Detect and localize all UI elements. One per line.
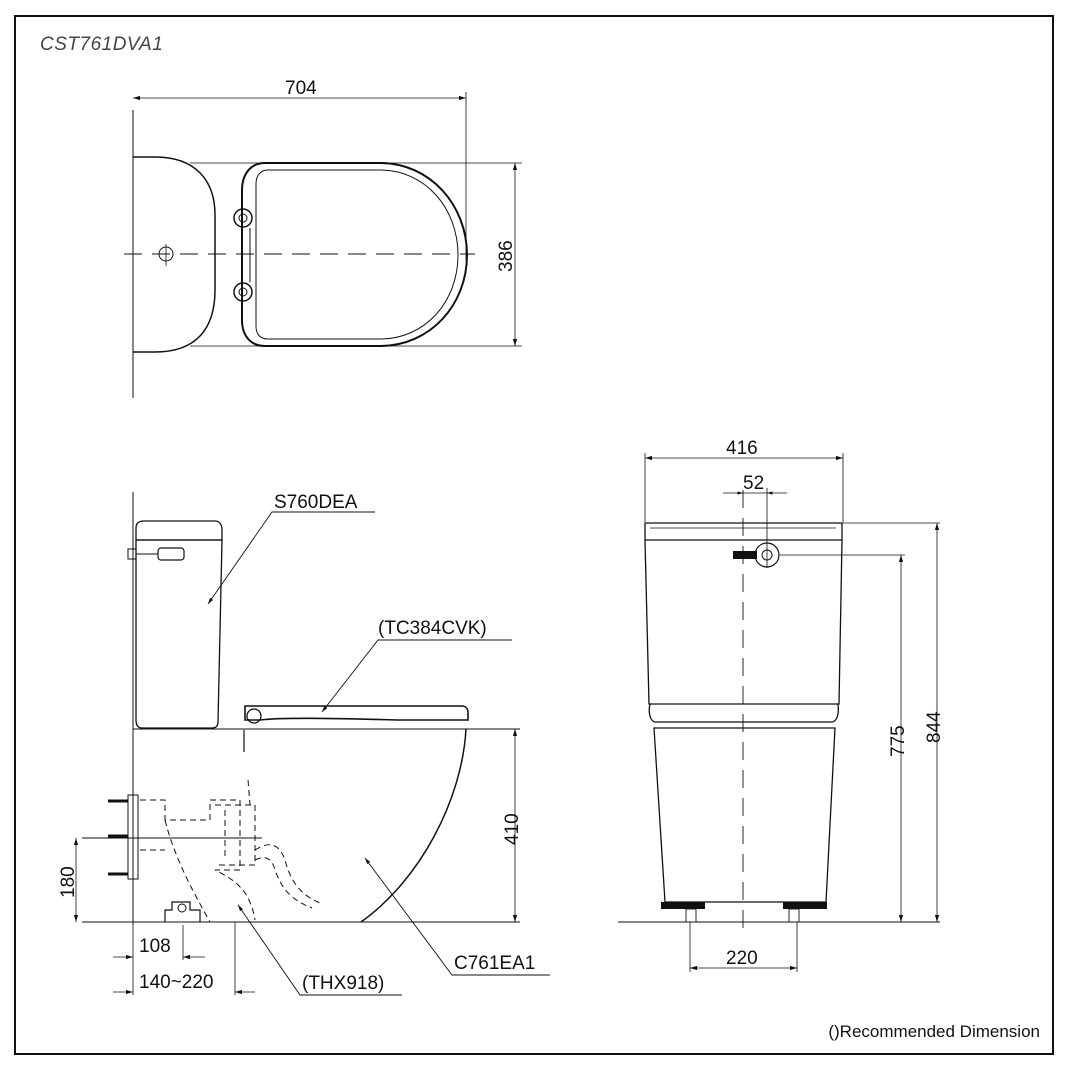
side-view [73, 492, 550, 996]
dim-180: 180 [58, 866, 79, 898]
dim-704: 704 [285, 78, 317, 99]
dim-410: 410 [502, 813, 523, 845]
dim-416: 416 [726, 438, 758, 459]
label-bowl-c761ea1: C761EA1 [454, 953, 535, 974]
dim-386: 386 [496, 240, 517, 272]
dim-775: 775 [888, 725, 909, 757]
dim-844: 844 [924, 711, 945, 743]
label-tank-s760dea: S760DEA [274, 492, 358, 513]
dim-140-220: 140~220 [139, 972, 214, 993]
label-flange-thx918: (THX918) [302, 973, 384, 994]
dim-220: 220 [726, 948, 758, 969]
dim-108: 108 [139, 936, 171, 957]
front-view [618, 453, 940, 972]
model-number: CST761DVA1 [40, 34, 164, 55]
drawing-frame [14, 15, 1054, 1055]
label-seat-tc384cvk: (TC384CVK) [378, 618, 487, 639]
recommended-dimension-note: ()Recommended Dimension [828, 1022, 1040, 1041]
dim-52: 52 [743, 473, 764, 494]
top-view [124, 92, 522, 398]
